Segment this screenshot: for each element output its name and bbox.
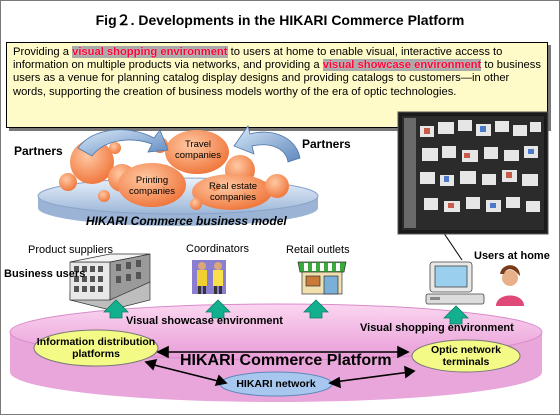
retail-outlets-label: Retail outlets [286, 244, 350, 256]
optic-terminals-label: Optic network terminals [430, 344, 501, 368]
info-platforms-oval [33, 329, 159, 367]
partners-right-label: Partners [302, 137, 351, 151]
description-text: Providing a visual shopping environment … [7, 43, 547, 102]
shopping-environment-label: Visual shopping environment [360, 322, 514, 334]
travel-companies-label: Travel companies [175, 139, 221, 161]
info-platforms-label: Information distribution platforms [36, 336, 156, 360]
printing-companies-label: Printing companies [129, 175, 175, 197]
users-at-home-label: Users at home [474, 250, 550, 262]
partners-right-arrow [233, 125, 301, 163]
desc-highlight-shopping: visual shopping environment [72, 46, 228, 58]
showcase-environment-label: Visual showcase environment [126, 315, 283, 327]
figure-title: Fig２. Developments in the HIKARI Commerc… [95, 12, 465, 28]
business-model-label: HIKARI Commerce business model [86, 214, 287, 228]
platform-title: HIKARI Commerce Platform [180, 352, 392, 369]
product-suppliers-building [69, 253, 151, 311]
partners-left-arrow [77, 129, 169, 157]
shopping-screen-image [397, 111, 549, 235]
hikari-network-label: HIKARI network [236, 378, 316, 390]
coordinators-label: Coordinators [186, 243, 249, 255]
desc-part-2: to users at home to enable visual, inter… [13, 46, 503, 72]
optic-terminals-oval [411, 339, 521, 373]
coordinators-figures [192, 260, 226, 294]
desc-highlight-showcase: visual showcase environment [322, 59, 482, 72]
network-arrows [144, 345, 416, 389]
desc-part-1: Providing a [13, 46, 73, 58]
user-at-home-figure [496, 265, 524, 306]
retail-store [297, 261, 347, 295]
green-arrows [103, 299, 469, 325]
tv-set [425, 261, 485, 305]
product-suppliers-label: Product suppliers [28, 244, 113, 256]
desc-part-3: to business users as a venue for plannin… [13, 59, 541, 98]
business-users-label: Business users [4, 268, 86, 280]
real-estate-companies-label: Real estate companies [208, 181, 258, 203]
partners-left-label: Partners [14, 144, 63, 158]
